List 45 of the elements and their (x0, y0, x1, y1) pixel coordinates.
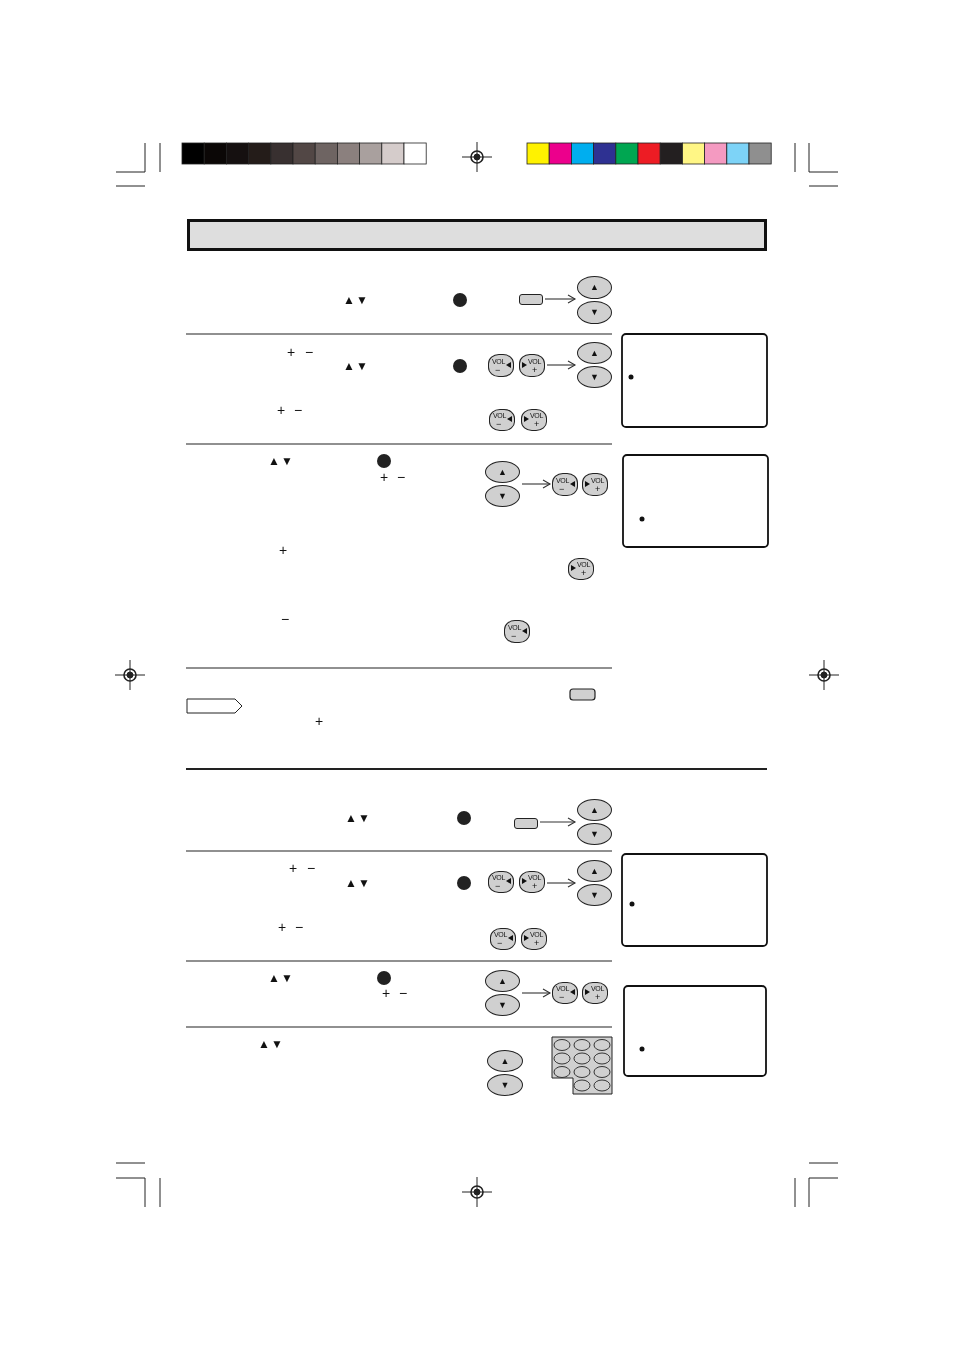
arrow-key: ▼ (577, 301, 612, 324)
symbol-text: ▲▼ (345, 810, 371, 826)
arrow-key: ▲ (577, 860, 612, 882)
arrow (546, 878, 576, 888)
arrow-key: ▲ (485, 970, 520, 992)
arrow-key: ▼ (485, 994, 520, 1016)
symbol-text: − (294, 402, 303, 418)
symbol-text: ▲▼ (268, 453, 294, 469)
arrow-key: ▲ (577, 276, 612, 299)
arrow-key: ▲ (485, 461, 520, 483)
symbol-text: ▲▼ (258, 1036, 284, 1052)
symbol-text: − (295, 919, 304, 935)
arrow-key: ▼ (487, 1074, 523, 1096)
symbol-text: ▲▼ (343, 292, 369, 308)
arrow (521, 988, 551, 998)
symbol-text: + (278, 919, 287, 935)
symbol-text: + (382, 985, 391, 1001)
symbol-text: − (305, 344, 314, 360)
symbol-text: ▲▼ (345, 875, 371, 891)
arrow (546, 360, 576, 370)
arrow-key: ▼ (485, 485, 520, 507)
arrow-key: ▼ (577, 884, 612, 906)
symbol-text: − (281, 611, 290, 627)
symbol-text: + (287, 344, 296, 360)
blank-key (514, 818, 538, 829)
arrow (521, 479, 551, 489)
symbol-text: − (397, 469, 406, 485)
title-bar (187, 219, 767, 251)
symbol-text: + (315, 713, 324, 729)
arrow-key: ▲ (487, 1050, 523, 1072)
arrow-key: ▲ (577, 342, 612, 364)
blank-key (519, 294, 543, 305)
symbol-text: − (307, 860, 316, 876)
symbol-text: + (277, 402, 286, 418)
symbol-text: + (289, 860, 298, 876)
arrow (544, 294, 576, 304)
symbol-text: ▲▼ (268, 970, 294, 986)
arrow-key: ▲ (577, 799, 612, 821)
arrow (539, 817, 576, 827)
arrow-key: ▼ (577, 823, 612, 845)
symbol-text: ▲▼ (343, 358, 369, 374)
symbol-text: + (279, 542, 288, 558)
arrow-key: ▼ (577, 366, 612, 388)
symbol-text: − (399, 985, 408, 1001)
symbol-text: + (380, 469, 389, 485)
